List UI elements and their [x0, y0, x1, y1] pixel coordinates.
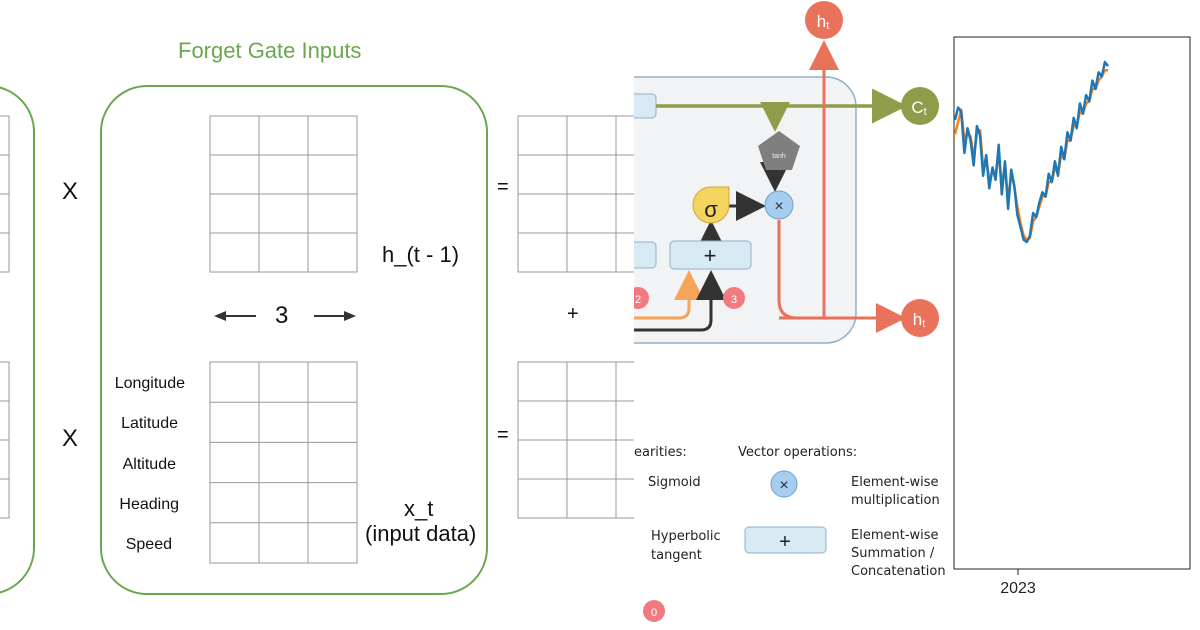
output-curve [777, 220, 798, 320]
output-top-node [805, 1, 843, 39]
sigmoid-gate [692, 186, 730, 224]
result-matrix-bottom [517, 361, 634, 519]
width-arrow-right [314, 311, 356, 321]
row-label-longitude: Longitude [114, 375, 185, 392]
input-dark-path [634, 270, 726, 332]
left-group-frame [0, 86, 35, 594]
row-label-latitude: Latitude [121, 415, 178, 432]
timeseries-chart-panel: 2023 [952, 0, 1200, 630]
tanh-label: tanh [772, 153, 786, 160]
forget-gate-panel: Forget Gate Inputs X X = = + 3 h_(t - 1)… [0, 38, 634, 595]
cell-state-node [901, 87, 939, 125]
mult-symbol: × [774, 198, 783, 215]
lstm-cell-panel: + σ tanh × 2 3 ht Ct ht × + 0 earities: … [634, 0, 952, 630]
cell-state-text: Ct [911, 98, 926, 118]
badge-3-text: 3 [731, 294, 737, 306]
multiply-symbol-bottom: X [62, 425, 79, 452]
row-label-heading: Heading [119, 496, 179, 513]
left-matrix-top [0, 115, 10, 273]
tanh-gate [758, 131, 800, 170]
chart-frame [953, 36, 1191, 570]
equals-symbol-bottom: = [497, 424, 509, 446]
x-t-sublabel: (input data) [365, 521, 477, 546]
x-t-matrix [209, 361, 358, 564]
legend-vector-ops-title: Vector operations: [738, 445, 858, 460]
badge-2-text: 2 [635, 294, 641, 306]
concat-box-left [634, 241, 657, 269]
series-line-0 [953, 60, 1109, 244]
mult-op [764, 190, 794, 220]
plus-symbol: + [567, 303, 579, 325]
legend-mult-symbol: × [779, 477, 788, 494]
row-label-speed: Speed [125, 536, 172, 553]
equals-symbol-top: = [497, 176, 509, 198]
x-tick-2023: 2023 [1000, 580, 1036, 597]
output-right-text: ht [913, 310, 926, 330]
forget-gate-diagram [0, 85, 634, 595]
forget-gate-title: Forget Gate Inputs [178, 38, 362, 63]
legend-sum-symbol: + [779, 531, 791, 553]
legend-hyperbolic: Hyperbolic [651, 529, 721, 544]
badge-2 [634, 287, 649, 309]
h-prev-label: h_(t - 1) [382, 242, 460, 267]
legend-sum-icon [744, 526, 827, 554]
legend-sum-line3: Concatenation [851, 564, 946, 579]
legend-mult-line1: Element-wise [851, 475, 939, 490]
h-prev-matrix [209, 115, 358, 273]
forget-gate-frame [100, 85, 488, 595]
legend-mult-line2: multiplication [851, 493, 940, 508]
badge-3 [723, 287, 745, 309]
sum-plus: + [704, 243, 717, 268]
x-t-label: x_t [404, 496, 434, 521]
badge-0-text: 0 [651, 607, 657, 619]
width-label: 3 [275, 302, 289, 329]
lstm-cell-diagram: + σ tanh × 2 3 ht Ct ht × + 0 [634, 1, 939, 622]
input-orange-path [634, 270, 704, 320]
legend-tangent: tangent [651, 548, 702, 563]
output-right-node [901, 299, 939, 337]
output-top-text: ht [817, 12, 830, 32]
row-label-altitude: Altitude [122, 456, 176, 473]
multiply-symbol-top: X [62, 178, 79, 205]
prev-cell-state-box [634, 93, 657, 119]
timeseries-chart: 2023 [953, 36, 1191, 597]
legend-mult-icon [770, 470, 798, 498]
badge-0 [643, 600, 665, 622]
legend-sum-line1: Element-wise [851, 528, 939, 543]
legend-sum-line2: Summation / [851, 546, 935, 561]
legend-nonlinearities-title: earities: [634, 445, 687, 460]
left-matrix-bottom [0, 361, 10, 519]
legend-sigmoid: Sigmoid [648, 475, 701, 490]
result-matrix-top [517, 115, 634, 273]
sigma-symbol: σ [704, 197, 718, 222]
width-arrow-left [214, 311, 256, 321]
sum-box [669, 240, 752, 270]
